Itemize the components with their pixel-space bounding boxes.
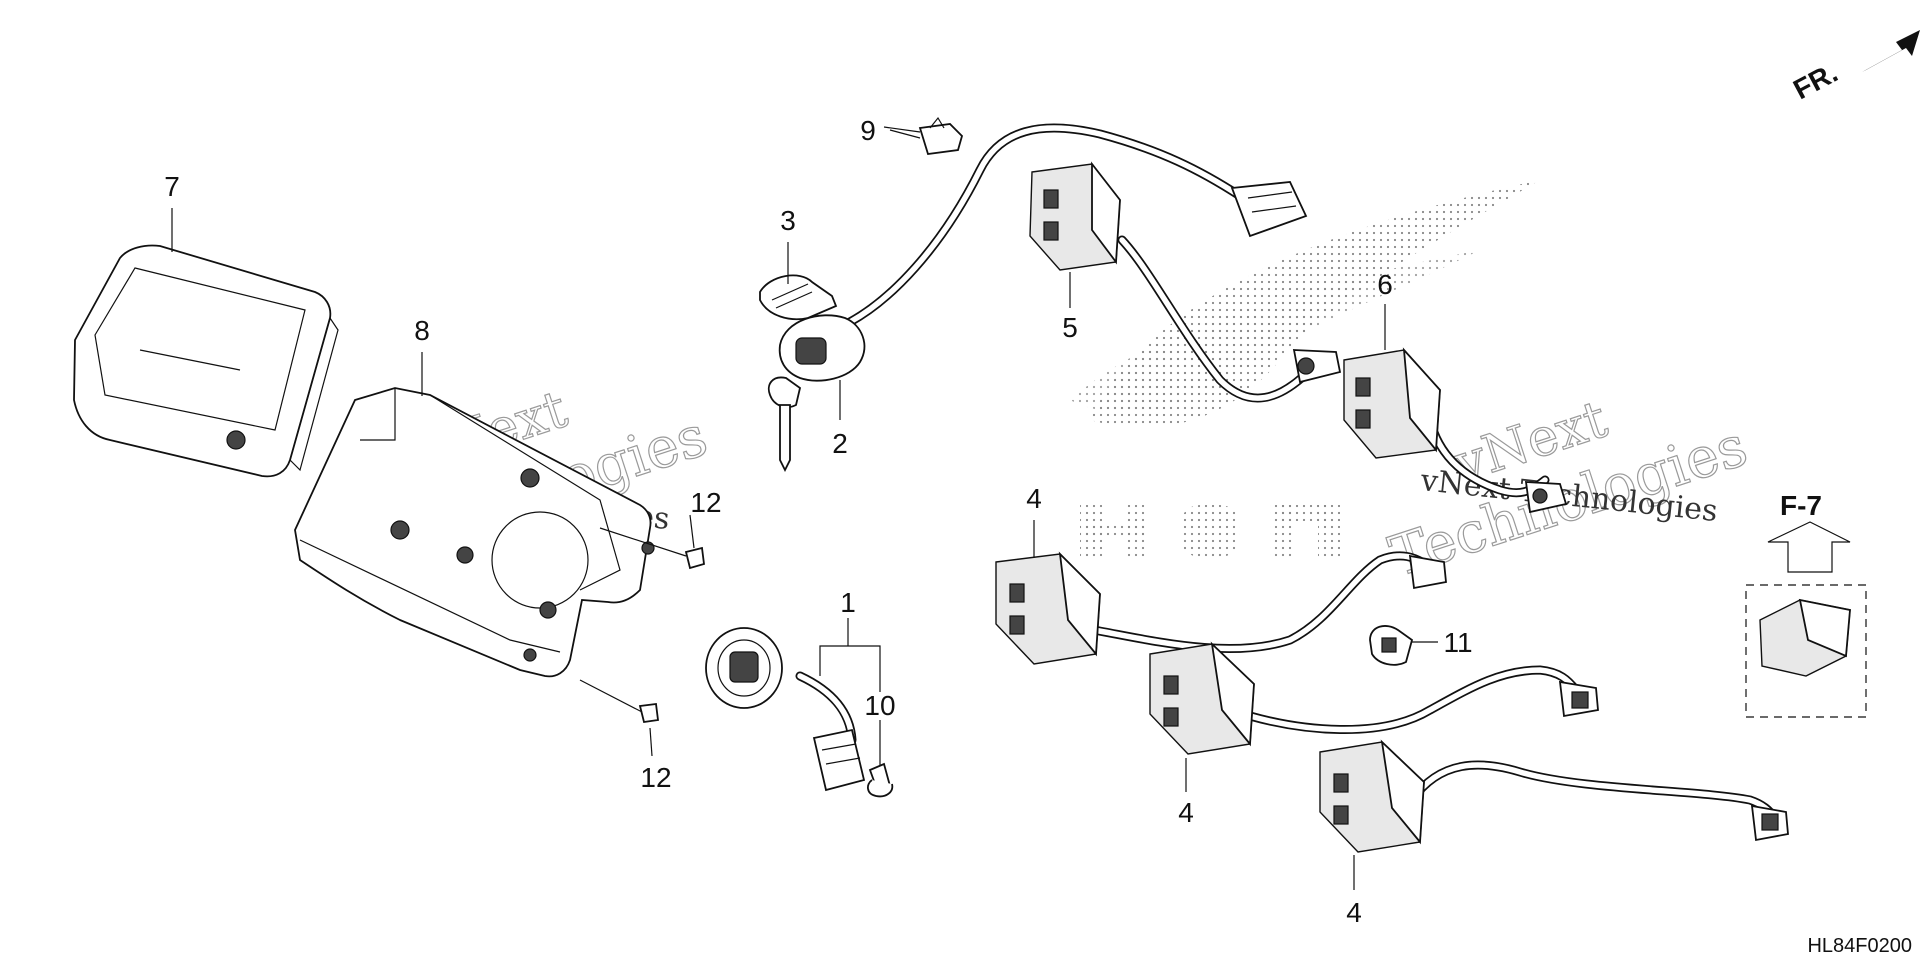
front-marker-text: FR. [1788, 57, 1842, 106]
callout-12-upper: 12 [690, 487, 721, 518]
callout-labels: 1 2 3 4 4 4 5 6 7 8 9 10 11 12 12 [164, 115, 1472, 928]
switch-part-4-lower [1319, 739, 1789, 853]
switch-part-5 [1029, 161, 1342, 403]
clip-part-9 [889, 116, 964, 155]
callout-4b: 4 [1178, 797, 1194, 828]
callout-4a: 4 [1026, 483, 1042, 514]
switch-part-4-upper [995, 551, 1447, 665]
callout-5: 5 [1062, 312, 1078, 343]
connector-part-10 [867, 762, 894, 798]
meter-bracket-part [294, 387, 655, 678]
front-direction-marker: FR. [1788, 30, 1920, 105]
reference-marker-text: F-7 [1780, 490, 1822, 521]
screw-part-lower [579, 679, 660, 724]
callout-1: 1 [840, 587, 856, 618]
switch-part-6 [1343, 347, 1568, 514]
socket-part-1 [705, 627, 866, 792]
callout-4c: 4 [1346, 897, 1362, 928]
screw-part-upper [599, 527, 705, 570]
callout-2: 2 [832, 428, 848, 459]
callout-6: 6 [1377, 269, 1393, 300]
callout-3: 3 [780, 205, 796, 236]
callout-9: 9 [860, 115, 876, 146]
reference-box: F-7 [1745, 490, 1867, 718]
front-arrow-icon [1862, 30, 1920, 72]
background-brand-logo [1070, 180, 1540, 557]
callout-8: 8 [414, 315, 430, 346]
leader-lines [171, 126, 1438, 890]
grommet-part-11 [1369, 625, 1414, 666]
figure-code: HL84F0200 [1807, 935, 1912, 957]
switch-part-4-middle [1149, 641, 1599, 755]
callout-7: 7 [164, 171, 180, 202]
ignition-switch-part-2 [767, 123, 1308, 473]
callout-10: 10 [864, 690, 895, 721]
callout-11: 11 [1443, 627, 1472, 658]
meter-cover-part [73, 244, 339, 478]
key-cap-part-3 [759, 274, 838, 321]
callout-12-lower: 12 [640, 762, 671, 793]
